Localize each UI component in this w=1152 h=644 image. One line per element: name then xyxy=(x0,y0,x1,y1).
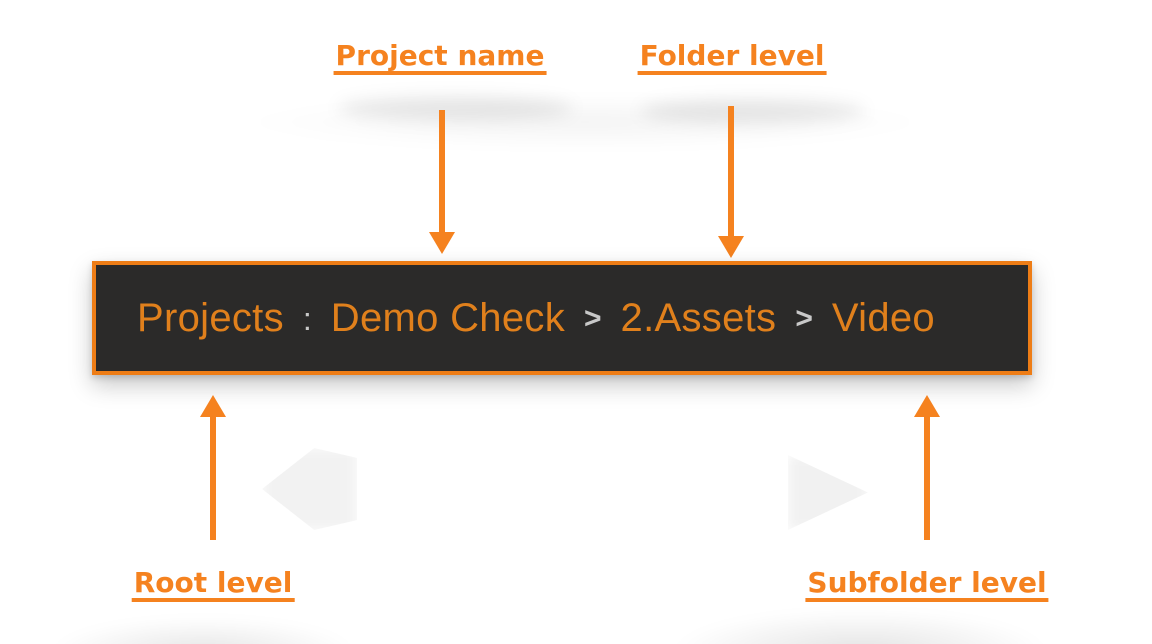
project-name-annotation-label: Project name xyxy=(333,41,547,76)
breadcrumb-colon-separator: : xyxy=(302,300,312,337)
folder-level-arrow-head-icon xyxy=(718,236,744,258)
project-name-arrow-line xyxy=(439,110,445,234)
breadcrumb-bar: Projects : Demo Check > 2.Assets > Video xyxy=(92,261,1032,375)
subfolder-level-arrow-head-icon xyxy=(914,395,940,417)
breadcrumb-item-subfolder[interactable]: Video xyxy=(831,295,935,340)
breadcrumb-item-folder[interactable]: 2.Assets xyxy=(620,295,777,340)
background-smudge-bottom-left xyxy=(5,608,445,644)
background-smudge-left-arrow-shape xyxy=(262,448,357,530)
background-smudge-top-left-streak xyxy=(338,96,573,120)
background-smudge-top-halo xyxy=(110,82,1060,162)
subfolder-level-arrow-line xyxy=(924,415,930,540)
breadcrumb-chevron-separator-icon: > xyxy=(795,302,813,335)
root-level-annotation-label: Root level xyxy=(131,568,295,603)
root-level-arrow-line xyxy=(210,415,216,540)
root-level-arrow-head-icon xyxy=(200,395,226,417)
project-name-arrow-head-icon xyxy=(429,232,455,254)
breadcrumb-chevron-separator-icon: > xyxy=(584,302,602,335)
background-smudge-bottom-right xyxy=(590,598,1130,644)
background-smudge-top-right-streak xyxy=(640,99,865,123)
subfolder-level-annotation-label: Subfolder level xyxy=(805,568,1049,603)
folder-level-arrow-line xyxy=(728,106,734,236)
folder-level-annotation-label: Folder level xyxy=(637,41,827,76)
breadcrumb-item-root[interactable]: Projects xyxy=(137,295,284,340)
background-smudge-right-triangle-shape xyxy=(788,455,868,530)
breadcrumb-item-project[interactable]: Demo Check xyxy=(330,295,565,340)
